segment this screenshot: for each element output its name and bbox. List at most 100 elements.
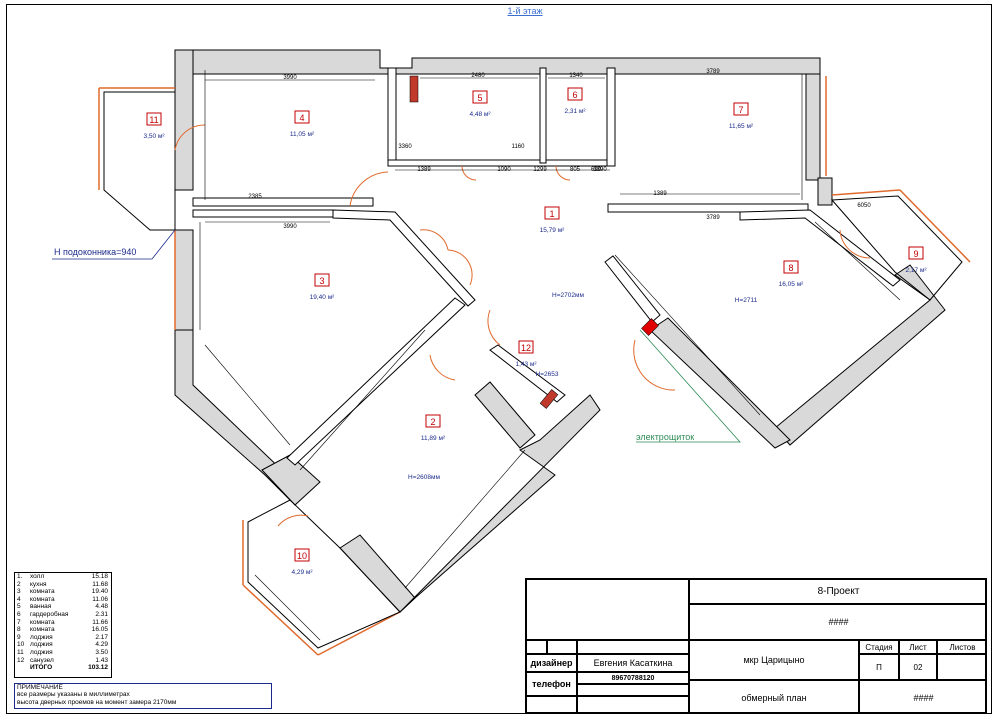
dimension-label: 6050: [857, 203, 871, 209]
window-9-b: [899, 189, 971, 263]
dimension-label: 3990: [283, 224, 297, 230]
room-number: 2: [430, 417, 435, 427]
east-wall: [805, 73, 821, 181]
wall-5-south: [387, 159, 614, 167]
legend-number: 1.: [17, 573, 23, 580]
room-number: 12: [521, 343, 531, 353]
door-11: [174, 124, 206, 151]
stage-value: П: [859, 654, 899, 680]
stamp-cell: [547, 640, 577, 654]
window-10-c: [317, 611, 401, 656]
wall-7-west: [606, 67, 616, 167]
legend-value: 19.40: [91, 588, 108, 596]
sheet-value: 02: [899, 654, 937, 680]
room-area: 4,29 м²: [291, 569, 313, 576]
page-title[interactable]: 1-й этаж: [507, 6, 543, 16]
drawing-frame: [6, 4, 992, 714]
room-number-box: [314, 273, 330, 287]
door-8: [633, 339, 676, 391]
dimension-label: 3360: [398, 144, 412, 150]
legend-name: гардеробная: [30, 610, 69, 618]
legend-value: 4.29: [95, 641, 108, 649]
document-type: обмерный план: [689, 680, 859, 714]
stage-label: Стадия: [859, 640, 899, 654]
legend-name: комната: [30, 618, 55, 626]
legend-number: 9: [17, 633, 21, 641]
ceiling-height-room12: H=2653: [536, 371, 559, 378]
loggias: [103, 91, 963, 649]
room-area: 2,17 м²: [905, 267, 927, 274]
location: мкр Царицыно: [689, 640, 859, 680]
ceiling-height-room2: H=2608мм: [408, 474, 440, 481]
room-area: 4,48 м²: [469, 111, 491, 118]
riser-5: [409, 75, 419, 103]
dimension-label: 1160: [512, 144, 526, 150]
legend-total-label: ИТОГО: [30, 664, 53, 672]
legend-name: лоджия: [30, 633, 53, 641]
loggia-9: [830, 195, 963, 301]
room-area: 2,31 м²: [564, 108, 586, 115]
sheets-label: Листов: [937, 640, 987, 654]
room-area: 16,05 м²: [779, 281, 805, 288]
legend-value: 11.66: [92, 618, 108, 626]
legend-value: 11.06: [92, 595, 108, 603]
room-number-box: [567, 87, 583, 101]
room-number: 6: [572, 90, 577, 100]
dimension-label: 3390: [593, 167, 607, 173]
legend-name: лоджия: [30, 648, 53, 656]
room-number-box: [146, 112, 162, 126]
door-hall-4: [349, 171, 389, 207]
legend-value: 3.50: [95, 648, 108, 656]
dimension-label: 2480: [471, 73, 485, 79]
wall-8-diag: [739, 209, 901, 287]
project-code: ####: [689, 604, 987, 640]
legend-value: 2.31: [95, 610, 108, 618]
room-number: 10: [297, 551, 307, 561]
wall-4-south: [192, 197, 374, 207]
door-3-b: [447, 249, 473, 286]
room-number: 7: [738, 105, 743, 115]
north-wall: [174, 49, 821, 75]
designer-name: Евгения Касаткина: [577, 654, 689, 672]
wall-12-frame: [474, 381, 536, 449]
sw-corner: [261, 454, 321, 506]
dimension-label: 1090: [497, 167, 511, 173]
room-number: 9: [913, 249, 918, 259]
east-wall-b: [817, 177, 833, 206]
legend-number: 8: [17, 626, 21, 634]
legend-value: 4.48: [95, 603, 108, 611]
riser-12: [539, 389, 559, 409]
room-number-box: [733, 102, 749, 116]
room-number-box: [472, 90, 488, 104]
dimension-label: 1389: [417, 167, 431, 173]
west-wall: [174, 49, 194, 191]
stamp-cell: [527, 696, 577, 714]
wall-5-west: [387, 67, 397, 165]
legend-name: комната: [30, 588, 55, 596]
room-number-box: [294, 110, 310, 124]
window-9-a: [831, 189, 901, 196]
door-5: [461, 165, 477, 181]
dimension-label: 690: [591, 167, 602, 173]
phone-number: 89670788120: [577, 672, 689, 684]
dimension-label: 2385: [248, 194, 262, 200]
legend-number: 11: [17, 648, 24, 656]
electric-panel-label: электрощиток: [636, 432, 694, 442]
stamp-blank: [527, 580, 689, 640]
legend-name: кухня: [30, 580, 47, 588]
room-area: 3,50 м²: [143, 133, 165, 140]
legend-value: 11.68: [92, 580, 108, 588]
ceiling-height-hall: H=2702мм: [552, 292, 584, 299]
legend-number: 3: [17, 588, 21, 596]
room-area: 1,43 м²: [515, 361, 537, 368]
room-area: 19,40 м²: [310, 294, 336, 301]
note-line-2: высота дверных проемов на момент замера …: [17, 698, 177, 706]
legend-number: 4: [17, 595, 21, 603]
loggia-10: [247, 499, 401, 649]
